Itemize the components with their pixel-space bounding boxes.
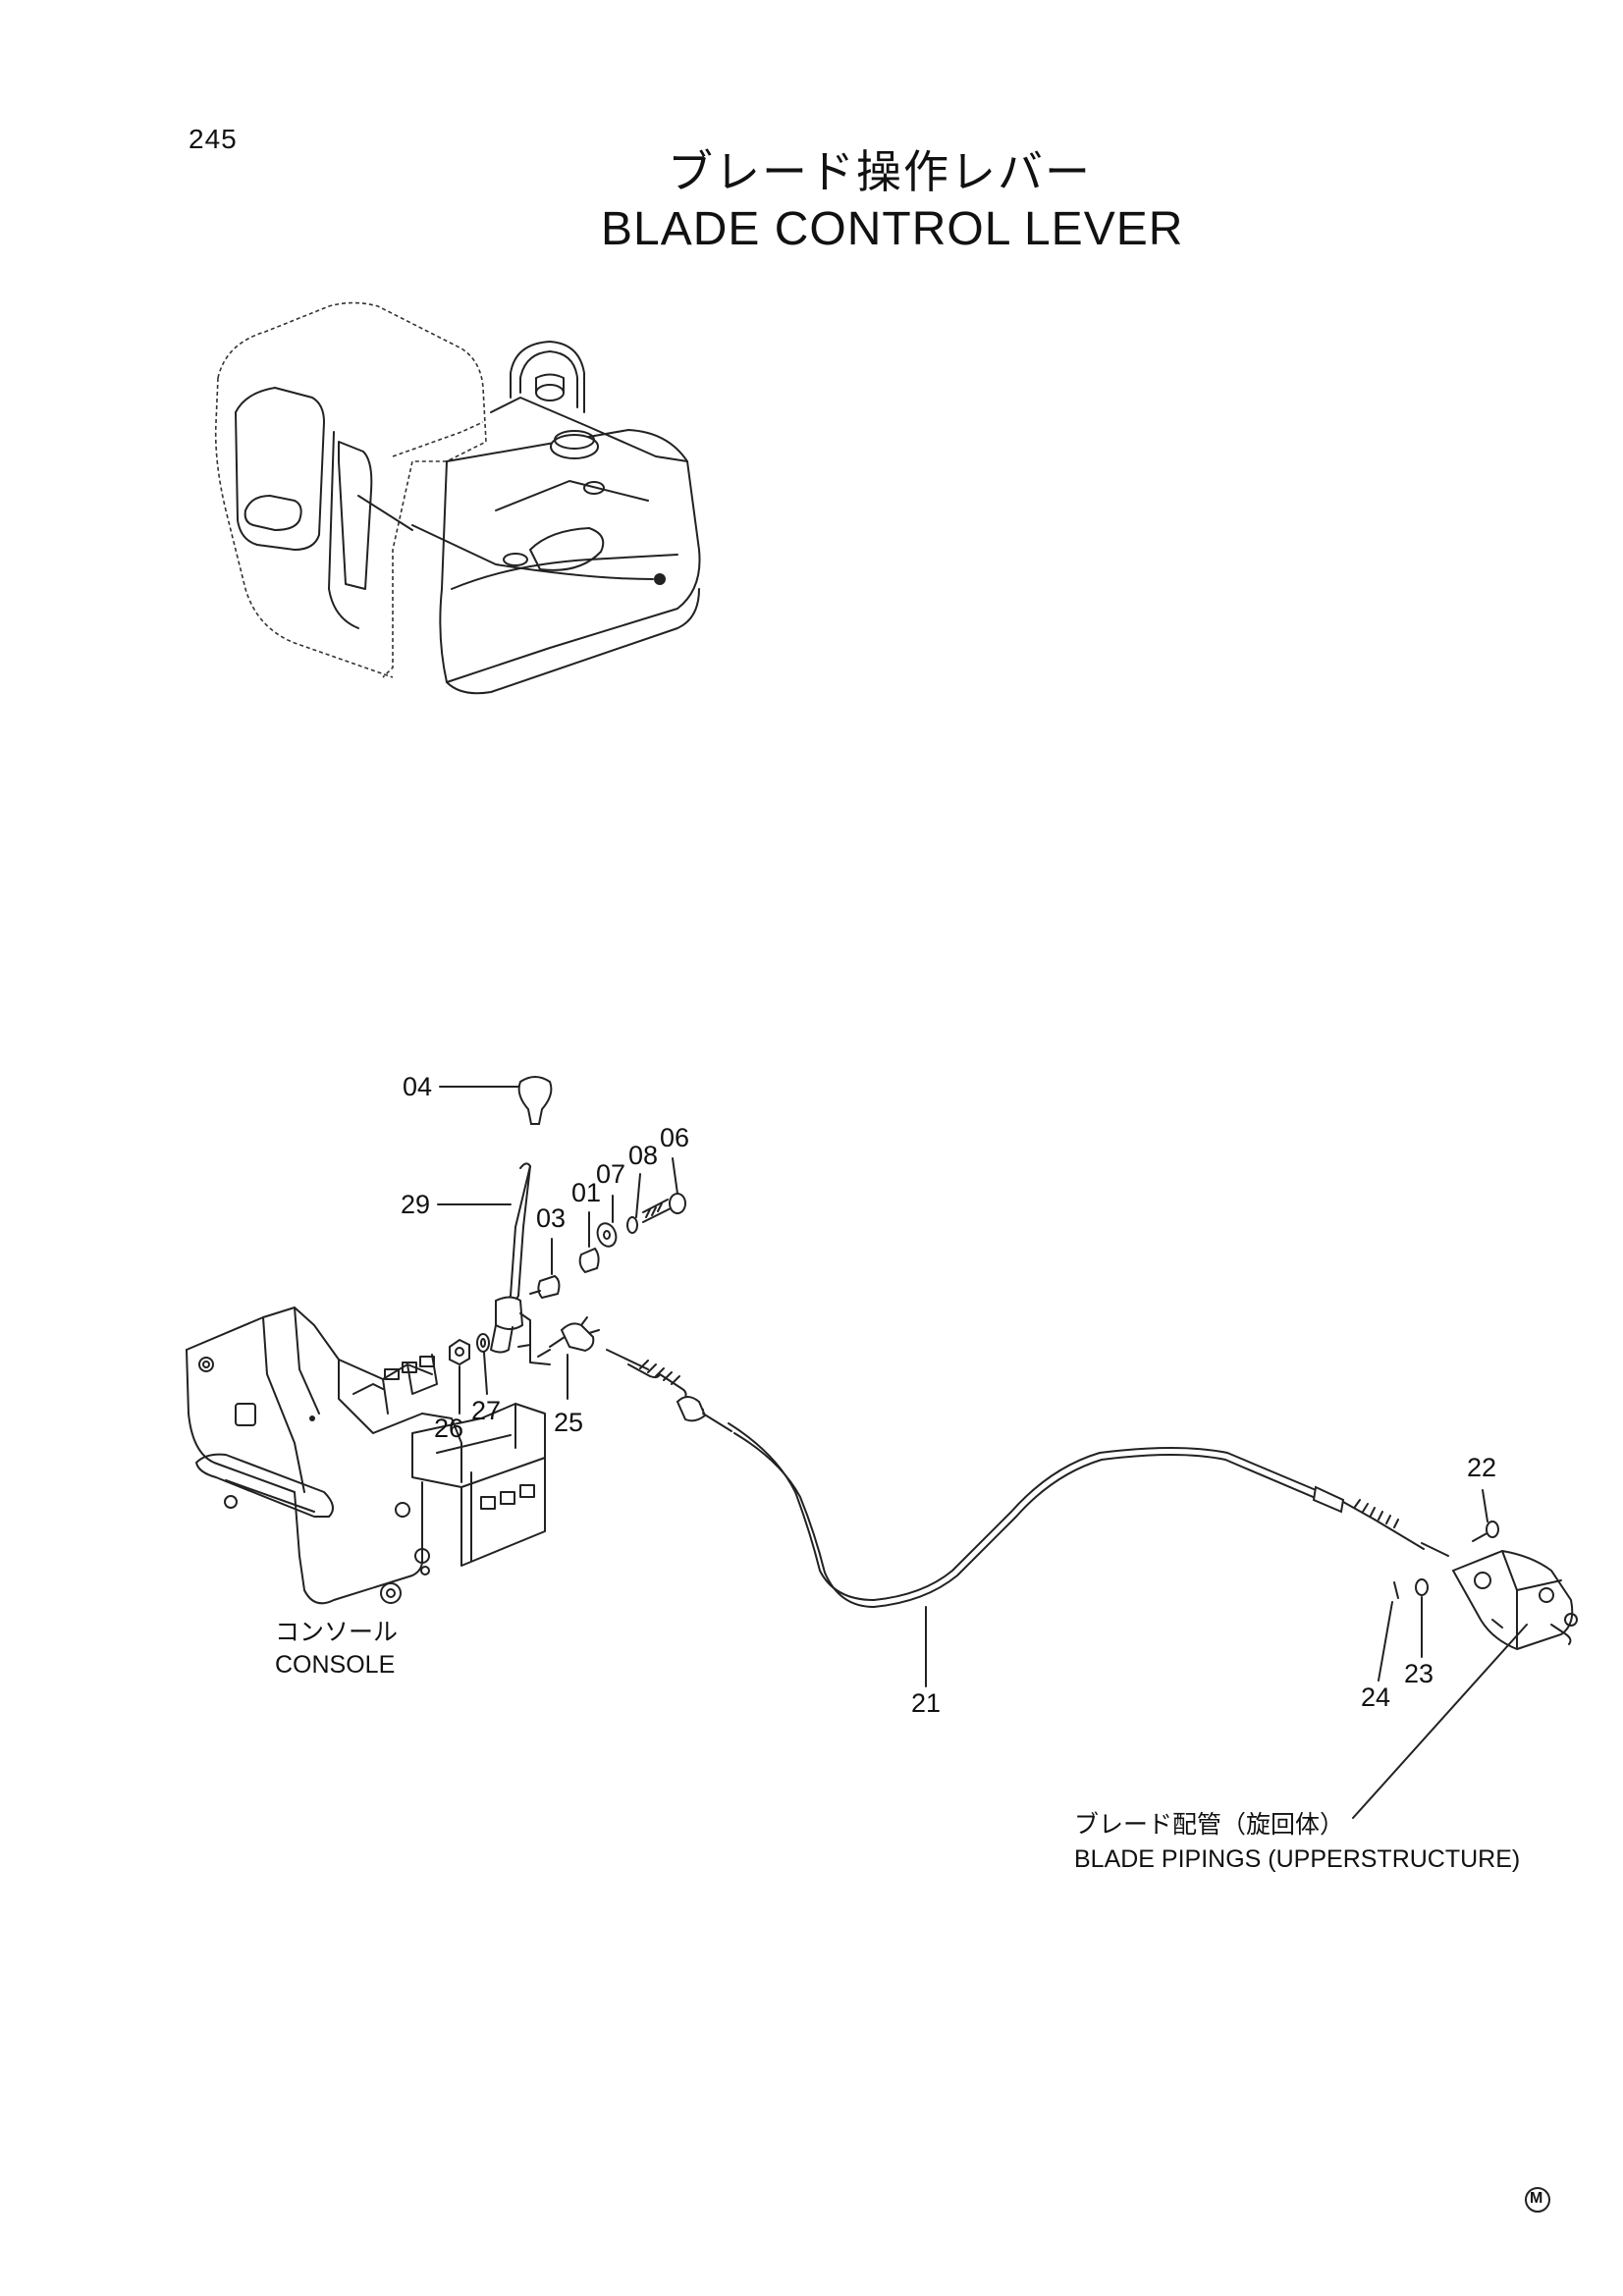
console-caption-ja: コンソール <box>275 1618 399 1646</box>
washer-27-shape <box>476 1333 490 1353</box>
spring-washer-08-shape <box>626 1216 638 1234</box>
part-label-27: 27 <box>471 1396 502 1425</box>
washer-07-shape <box>596 1222 618 1248</box>
part-label-21: 21 <box>911 1688 942 1718</box>
part-label-26: 26 <box>434 1414 464 1443</box>
part-label-08: 08 <box>628 1141 659 1170</box>
part-label-07: 07 <box>596 1159 626 1189</box>
clip-24-shape <box>1393 1581 1399 1599</box>
part-label-22: 22 <box>1467 1453 1497 1482</box>
mark-circle <box>1525 2187 1550 2213</box>
blade-valve-illustration <box>1393 1521 1578 1651</box>
collar-01-shape <box>578 1247 600 1274</box>
part-label-23: 23 <box>1404 1659 1434 1688</box>
lever-assembly <box>449 1076 686 1366</box>
bolt-06-shape <box>642 1206 674 1223</box>
bushing-03-shape <box>537 1274 561 1300</box>
title-japanese: ブレード操作レバー <box>668 145 1092 198</box>
nut-26-shape <box>449 1338 470 1366</box>
part-label-04: 04 <box>403 1072 433 1101</box>
part-label-03: 03 <box>536 1203 567 1233</box>
control-cable-21 <box>606 1349 1449 1608</box>
leader-lines <box>437 1086 1528 1819</box>
mark-letter: M <box>1530 2190 1543 2207</box>
page-number: 245 <box>189 124 238 154</box>
part-label-06: 06 <box>660 1123 690 1152</box>
part-label-25: 25 <box>554 1408 584 1437</box>
console-caption-en: CONSOLE <box>275 1651 396 1679</box>
blade-pipings-caption-ja: ブレード配管（旋回体） <box>1074 1810 1345 1839</box>
part-label-29: 29 <box>401 1190 431 1219</box>
washer-23-shape <box>1415 1578 1429 1596</box>
part-label-01: 01 <box>571 1178 602 1207</box>
blade-pipings-caption-en: BLADE PIPINGS (UPPERSTRUCTURE) <box>1074 1845 1521 1873</box>
part-label-24: 24 <box>1361 1682 1391 1712</box>
excavator-overview-illustration <box>214 301 701 695</box>
ball-joint-25-shape <box>549 1336 566 1348</box>
console-illustration <box>186 1307 546 1605</box>
lever-rod-29 <box>505 1162 531 1305</box>
title-english: BLADE CONTROL LEVER <box>601 203 1184 255</box>
knob-04-shape <box>517 1076 553 1125</box>
